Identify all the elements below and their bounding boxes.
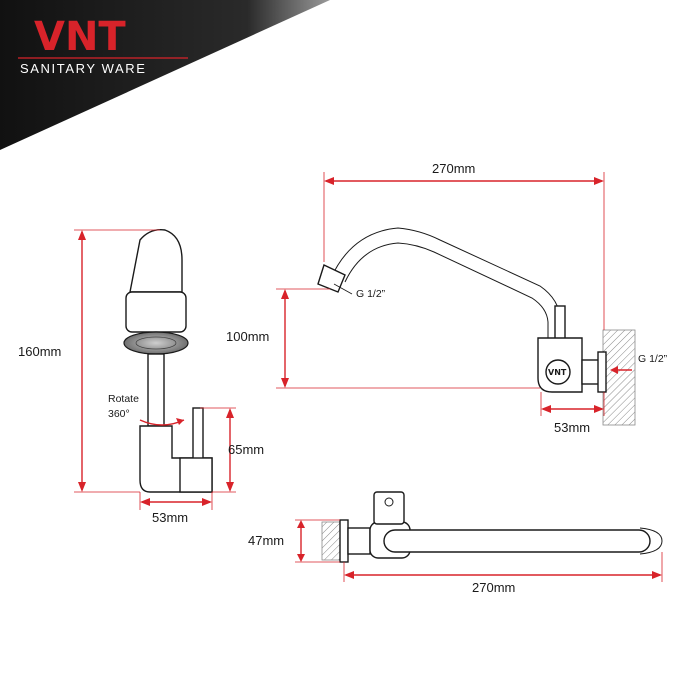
side-aerator-body [125, 291, 187, 333]
dim-base-label: 53mm [152, 510, 188, 525]
dim-wall-label: 53mm [554, 420, 590, 435]
front-spout-inner [344, 242, 549, 338]
front-body-logo: VNT [548, 368, 567, 377]
dim-arrow-icon [78, 230, 86, 240]
dim-arrow-icon [594, 177, 604, 185]
rotate-angle: 360° [108, 408, 130, 420]
dim-depth-label: 47mm [248, 533, 284, 548]
top-pipe-end [639, 527, 663, 555]
front-spout-tip [317, 264, 346, 293]
banner-shape [0, 0, 330, 150]
side-aerator-mesh [123, 331, 189, 355]
rotate-label: Rotate [108, 393, 139, 405]
dim-arrow-icon [297, 554, 305, 562]
brand-banner: VNT SANITARY WARE [0, 0, 330, 150]
side-pipe [147, 353, 165, 427]
dim-arrow-icon [324, 177, 334, 185]
spout-thread-leader [333, 283, 353, 295]
side-handle-base [179, 457, 213, 493]
dim-arrow-icon [140, 498, 150, 506]
side-aerator-ring [135, 336, 177, 350]
brand-tagline: SANITARY WARE [20, 61, 147, 76]
side-handle [192, 407, 204, 461]
dim-arrow-icon [281, 289, 289, 299]
side-view: Rotate 360° 160mm 65mm 53mm [18, 229, 264, 525]
dim-arrow-icon [78, 482, 86, 492]
top-handle [373, 491, 405, 525]
dim-arrow-icon [202, 498, 212, 506]
dim-arrow-icon [541, 405, 551, 413]
top-flange [339, 519, 349, 563]
spout-thread-label: G 1/2” [356, 288, 386, 300]
dim-arrow-icon [281, 378, 289, 388]
brand-logo: VNT [34, 14, 126, 60]
dim-spout-label: 100mm [226, 329, 269, 344]
dim-arrow-icon [344, 571, 354, 579]
front-flange [597, 351, 607, 393]
rotate-arrowhead-icon [176, 418, 184, 425]
wall-hatch [602, 329, 636, 426]
dim-arrow-icon [297, 520, 305, 528]
dim-top-reach-label: 270mm [472, 580, 515, 595]
dim-height-label: 160mm [18, 344, 61, 359]
front-spout-outer [330, 227, 561, 338]
top-wall-hatch [321, 521, 341, 561]
top-connector [347, 527, 371, 555]
side-spout-tip [129, 229, 183, 293]
top-pipe [383, 529, 651, 553]
front-view: VNT 270mm 100mm 53mm G 1/2” G 1/2” [226, 161, 668, 435]
dim-arrow-icon [652, 571, 662, 579]
dim-reach-label: 270mm [432, 161, 475, 176]
dim-handle-label: 65mm [228, 442, 264, 457]
top-view: 47mm 270mm [248, 491, 663, 595]
front-body-badge [545, 359, 571, 385]
inlet-thread-label: G 1/2” [638, 353, 668, 365]
dim-arrow-icon [594, 405, 604, 413]
dim-arrow-icon [226, 482, 234, 492]
inlet-arrow-icon [610, 366, 618, 374]
top-handle-screw [384, 497, 394, 507]
dim-arrow-icon [226, 408, 234, 418]
